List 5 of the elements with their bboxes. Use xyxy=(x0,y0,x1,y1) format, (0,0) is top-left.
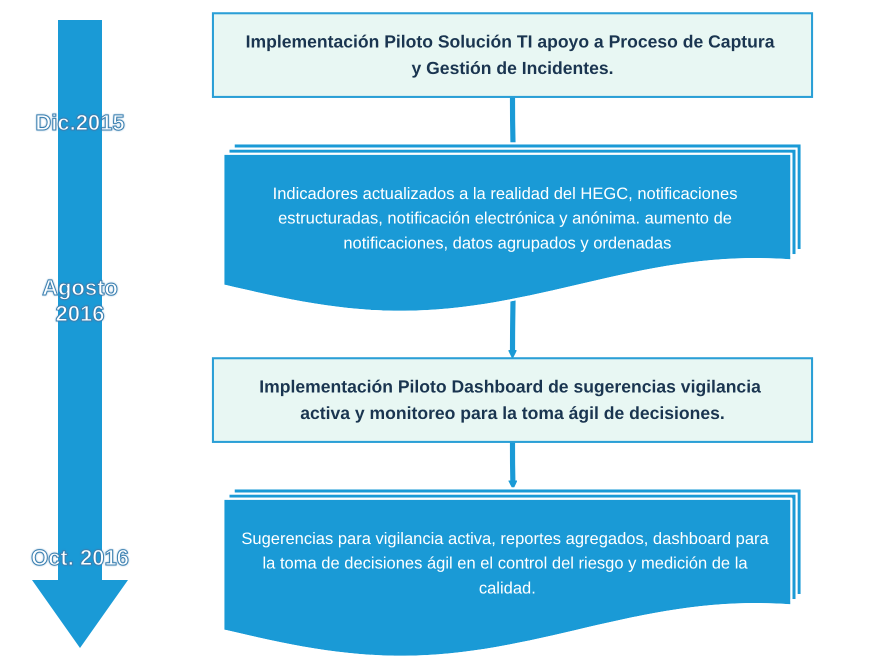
arrow xyxy=(508,442,518,490)
node-box: Implementación Piloto Solución TI apoyo a Proceso de Captura y Gestión de Incidentes. xyxy=(212,12,814,98)
connector xyxy=(510,96,516,144)
node-box: Implementación Piloto Dashboard de sugerencias vigilancia activa y monitoreo para la toma ágil de decisiones. xyxy=(212,357,814,443)
arrow xyxy=(508,300,518,359)
